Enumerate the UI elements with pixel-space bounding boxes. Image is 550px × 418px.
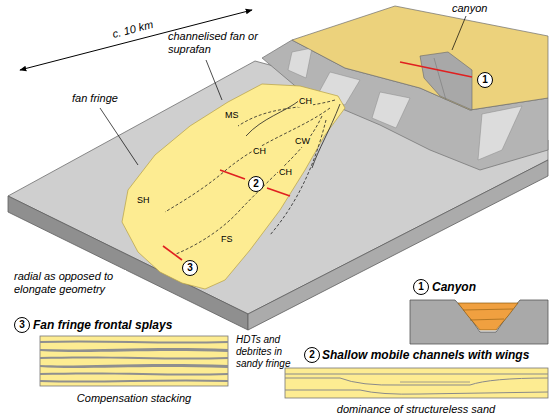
- leader-line: [100, 108, 138, 165]
- callout-number: 1: [482, 75, 488, 85]
- feature-label: canyon: [452, 2, 487, 15]
- note-label: HDTs and debrites in sandy fringe: [236, 334, 298, 369]
- channel-line: [246, 100, 300, 136]
- channel-section: [285, 368, 548, 398]
- channel-line: [270, 120, 326, 235]
- callout-circle: 3: [14, 317, 30, 333]
- section-line: [267, 188, 290, 196]
- channel-base: [285, 390, 548, 394]
- channel-line: [238, 100, 335, 126]
- wing-layer: [400, 382, 470, 383]
- leader-line: [452, 16, 466, 50]
- element-code: CH: [252, 146, 267, 157]
- section-line: [400, 62, 472, 77]
- submarine-fan: [122, 84, 345, 289]
- feature-label: channelised fan or suprafan: [168, 30, 260, 56]
- element-code: CH: [278, 167, 293, 178]
- mud-layer: [40, 356, 228, 359]
- note-label: radial as opposed to elongate geometry: [14, 270, 126, 296]
- canyon-cut: [420, 52, 472, 110]
- channel-line: [312, 104, 340, 168]
- feature-label: fan fringe: [72, 92, 118, 105]
- canyon-fill-layer: [463, 309, 513, 320]
- channel-base: [285, 378, 548, 385]
- mud-layer: [40, 372, 228, 375]
- panel-caption: Compensation stacking: [77, 392, 191, 405]
- callout-circle: 2: [248, 176, 264, 192]
- slope-spur: [372, 92, 410, 128]
- panel-title: Canyon: [432, 280, 476, 294]
- callout-circle: 1: [413, 279, 429, 295]
- leader-line: [206, 60, 222, 100]
- callout-number: 2: [253, 179, 259, 189]
- slope-spur: [478, 106, 522, 160]
- panel-title: Shallow mobile channels with wings: [322, 348, 529, 362]
- mud-layer: [285, 373, 548, 374]
- slope-spur: [288, 48, 312, 78]
- canyon-fill: [458, 303, 518, 330]
- mud-layer: [40, 364, 228, 368]
- canyon-thalweg: [434, 58, 446, 100]
- callout-circle: 3: [182, 260, 198, 276]
- element-code: SH: [136, 195, 151, 206]
- section-line: [220, 170, 245, 179]
- callout-number: 1: [418, 282, 424, 292]
- callout-number: 2: [309, 350, 315, 360]
- element-code: CW: [294, 136, 311, 147]
- element-code: FS: [220, 234, 234, 245]
- panel-caption: dominance of structureless sand: [337, 403, 495, 416]
- callout-circle: 2: [304, 347, 320, 363]
- splay-section: [40, 336, 228, 386]
- mud-layer: [40, 379, 228, 382]
- panel-title: Fan fringe frontal splays: [33, 318, 172, 332]
- channel-line: [176, 116, 322, 254]
- callout-circle: 1: [477, 72, 493, 88]
- canyon-section: [410, 300, 548, 344]
- channel-line: [165, 108, 330, 212]
- callout-number: 3: [19, 320, 25, 330]
- section-line: [163, 246, 182, 260]
- mud-layer: [40, 340, 228, 343]
- element-code: CH: [298, 96, 313, 107]
- element-code: MS: [224, 110, 240, 121]
- mud-layer: [40, 348, 228, 352]
- callout-number: 3: [187, 263, 193, 273]
